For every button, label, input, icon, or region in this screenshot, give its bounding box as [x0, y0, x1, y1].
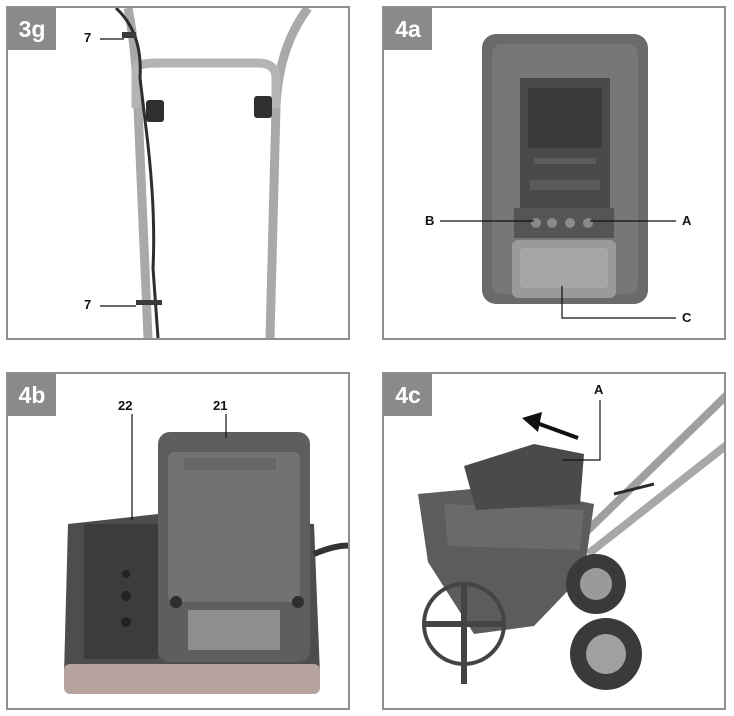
- figure-4b-tag: 4b: [8, 374, 56, 416]
- figure-3g: 3g 7 7: [6, 6, 350, 340]
- callout-a: A: [594, 382, 604, 397]
- figure-4c-tag: 4c: [384, 374, 432, 416]
- figure-4b: 4b 22 21: [6, 372, 350, 710]
- handle-cable-illustration: [100, 8, 312, 338]
- figure-3g-tag: 3g: [8, 8, 56, 50]
- callout-22: 22: [118, 398, 133, 413]
- callout-c: C: [682, 310, 692, 325]
- figure-4c: 4c A: [382, 372, 726, 710]
- callout-21: 21: [213, 398, 228, 413]
- callout-7-bottom: 7: [84, 297, 92, 312]
- battery-on-charger-illustration: [64, 414, 348, 694]
- callout-b: B: [425, 213, 435, 228]
- callout-a: A: [682, 213, 692, 228]
- callout-7-top: 7: [84, 30, 92, 45]
- battery-terminal-illustration: [440, 34, 676, 319]
- figure-4a: 4a B A C: [382, 6, 726, 340]
- figure-4a-tag: 4a: [384, 8, 432, 50]
- tiller-battery-insert-illustration: [418, 392, 724, 690]
